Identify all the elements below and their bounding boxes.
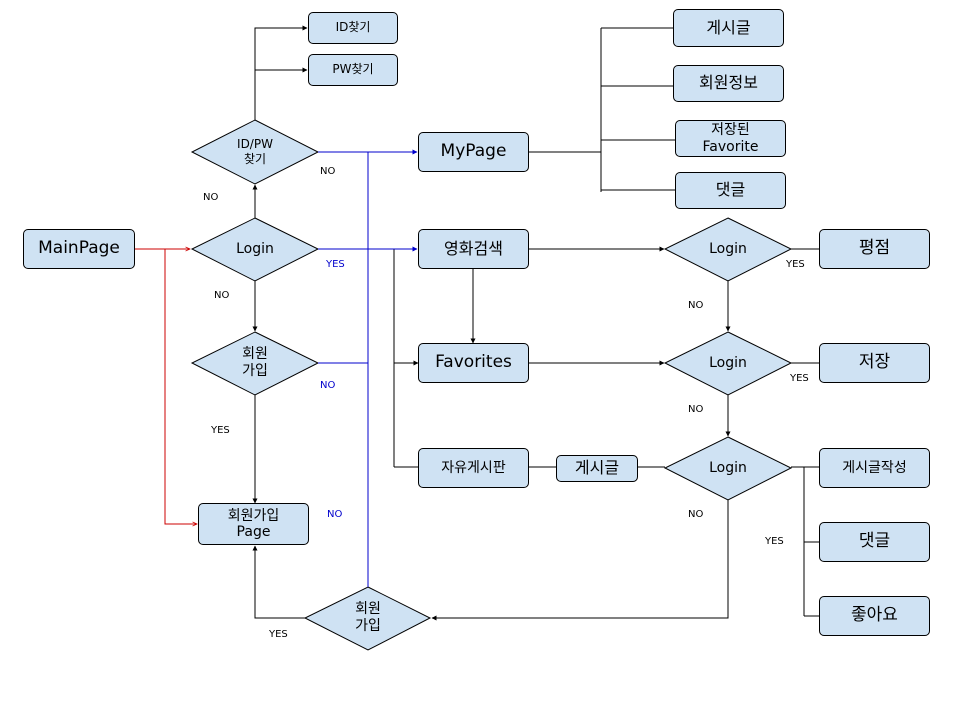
pw-find-node: PW찾기 [308,54,398,86]
login-search-diamond-label: Login [709,241,747,258]
idpw-diamond [190,119,320,185]
signup-bottom-diamond [303,586,432,651]
id-find-node: ID찾기 [308,12,398,44]
idpw-diamond-label: ID/PW 찾기 [237,137,273,166]
signup-mid-diamond-label: 회원 가입 [242,345,268,380]
no-label-signup-mid: NO [320,380,336,391]
yes-label-signup-mid: YES [211,425,230,436]
yes-label-login-fav: YES [790,373,809,384]
free-board-node: 자유게시판 [418,448,529,488]
comment-node: 댓글 [675,172,786,209]
connector-idpw-idfind [254,25,308,120]
login-board-diamond-label: Login [709,460,747,477]
no-label-login-main: NO [214,290,230,301]
no-label-idpw-below: NO [203,192,219,203]
connector-login-board-down [431,500,729,621]
write-post-node: 게시글작성 [819,448,930,488]
yes-label-login-search: YES [786,259,805,270]
save-node: 저장 [819,343,930,383]
post-node: 게시글 [673,9,784,47]
connector-main-signup-page [164,249,197,524]
login-main-diamond-label: Login [236,241,274,258]
connector-bottom-signup-page [252,545,305,619]
board-post-node: 게시글 [556,455,638,482]
mainpage-node: MainPage [23,229,135,269]
mypage-node: MyPage [418,132,529,172]
no-label-idpw-right: NO [320,166,336,177]
member-info-node: 회원정보 [673,65,784,102]
signup-bottom-diamond-label: 회원 가입 [355,600,381,635]
yes-label-login-main: YES [326,259,345,270]
like-node: 좋아요 [819,596,930,636]
rating-node: 평점 [819,229,930,269]
yes-label-signup-bottom: YES [269,629,288,640]
signup-page-node: 회원가입 Page [198,503,309,545]
favorites-node: Favorites [418,343,529,383]
no-label-login-board: NO [688,509,704,520]
saved-favorite-node: 저장된 Favorite [675,120,786,157]
comment2-node: 댓글 [819,522,930,562]
no-label-login-search: NO [688,300,704,311]
login-fav-diamond-label: Login [709,355,747,372]
yes-label-login-board: YES [765,536,784,547]
no-label-login-fav: NO [688,404,704,415]
movie-search-node: 영화검색 [418,229,529,269]
no-label-signup-page: NO [327,509,343,520]
